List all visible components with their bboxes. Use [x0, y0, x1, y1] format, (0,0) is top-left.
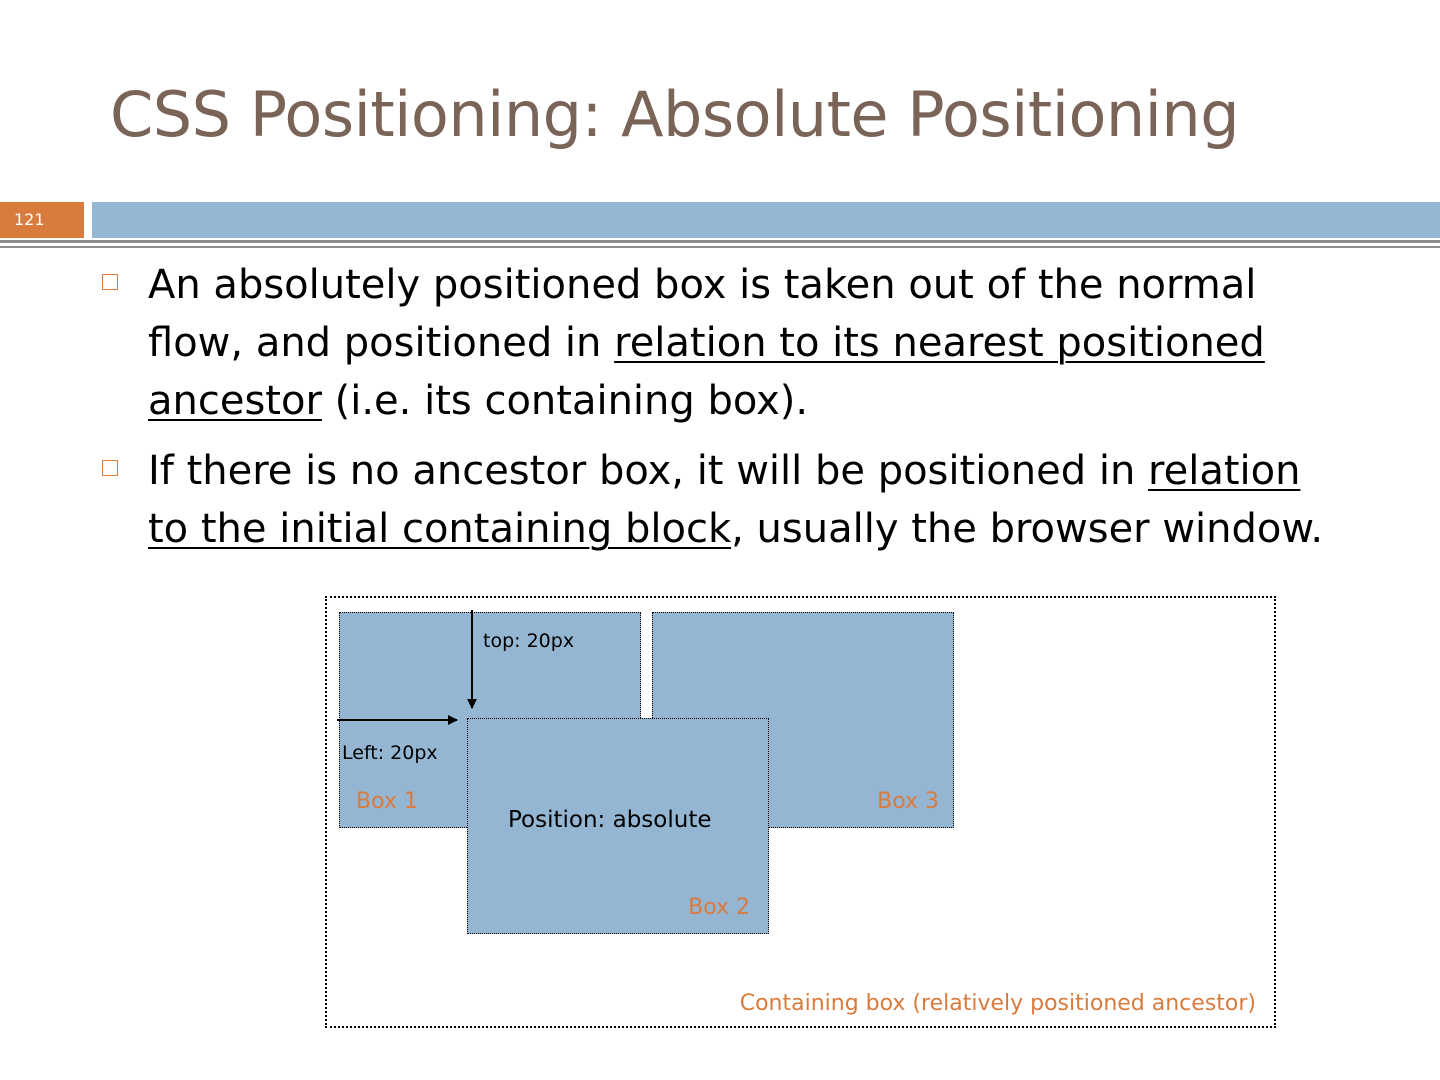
box-2: Position: absolute Box 2: [467, 718, 769, 934]
slide-number: 121: [0, 202, 84, 238]
top-annotation: top: 20px: [483, 630, 575, 652]
bullet-text: (i.e. its containing box).: [321, 378, 809, 424]
box-2-label: Box 2: [688, 895, 750, 920]
underlined-text: relation: [1148, 448, 1301, 494]
position-absolute-text: Position: absolute: [508, 807, 712, 833]
divider-rule: [0, 240, 1440, 243]
left-annotation: Left: 20px: [342, 742, 438, 764]
bullet-line: flow, and positioned in relation to its …: [148, 314, 1265, 372]
bullet-text: flow, and positioned in: [148, 320, 615, 366]
slide-title: CSS Positioning: Absolute Positioning: [110, 78, 1240, 151]
underlined-text: ancestor: [148, 378, 322, 424]
bullet-line: to the initial containing block, usually…: [148, 500, 1323, 558]
divider-rule: [0, 246, 1440, 248]
bullet-marker-icon: [102, 274, 118, 290]
containing-box: Box 1 Box 3 Position: absolute Box 2 top…: [325, 596, 1276, 1028]
bullet-line: ancestor (i.e. its containing box).: [148, 372, 808, 430]
underlined-text: relation to its nearest positioned: [614, 320, 1265, 366]
containing-box-label: Containing box (relatively positioned an…: [739, 991, 1256, 1016]
bullet-marker-icon: [102, 460, 118, 476]
bullet-line: If there is no ancestor box, it will be …: [148, 442, 1300, 500]
bullet-text: , usually the browser window.: [731, 506, 1324, 552]
bullet-text: An absolutely positioned box is taken ou…: [148, 262, 1257, 308]
bullet-line: An absolutely positioned box is taken ou…: [148, 256, 1256, 314]
offset-arrows: [337, 610, 477, 725]
underlined-text: to the initial containing block: [148, 506, 732, 552]
bullet-text: If there is no ancestor box, it will be …: [148, 448, 1149, 494]
title-bar: [92, 202, 1440, 238]
box-3-label: Box 3: [877, 789, 939, 814]
box-1-label: Box 1: [356, 789, 418, 814]
